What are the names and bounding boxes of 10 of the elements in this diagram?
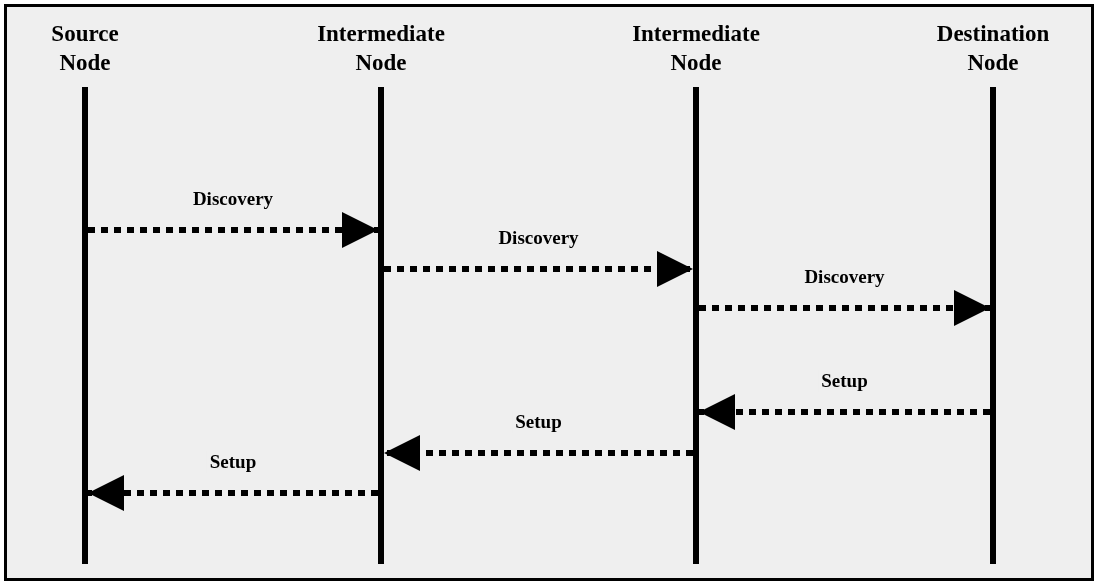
- lifeline-header: Destination Node: [936, 20, 1050, 77]
- lifeline-header: Intermediate Node: [632, 20, 760, 77]
- message-arrow: [384, 251, 693, 287]
- message-arrow: [699, 394, 990, 430]
- message-arrow: [88, 212, 378, 248]
- message-arrow: [699, 290, 990, 326]
- lifeline-header: Intermediate Node: [317, 20, 445, 77]
- message-arrow: [88, 475, 378, 511]
- lifeline-header: Source Node: [51, 20, 119, 77]
- message-arrow: [384, 435, 693, 471]
